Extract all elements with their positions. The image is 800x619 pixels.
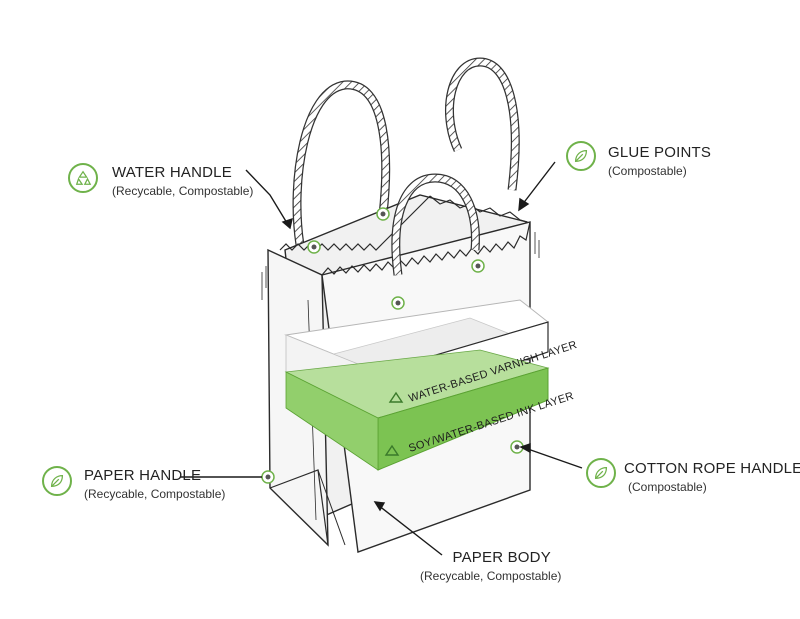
glue-points-label: GLUE POINTS (Compostable) bbox=[608, 144, 711, 178]
glue-dot bbox=[261, 470, 275, 484]
glue-dot bbox=[471, 259, 485, 273]
glue-points-title: GLUE POINTS bbox=[608, 144, 712, 161]
motion-ticks bbox=[261, 232, 540, 300]
paper-handle-title: PAPER HANDLE bbox=[84, 467, 202, 484]
cotton-rope-handle-subtitle: (Compostable) bbox=[628, 480, 707, 494]
glue-dot bbox=[376, 207, 390, 221]
leaf-badge-icon bbox=[42, 466, 72, 496]
water-handle-title: WATER HANDLE bbox=[112, 164, 232, 181]
recycle-badge-icon bbox=[68, 163, 98, 193]
cotton-rope-handle-label: COTTON ROPE HANDLE (Compostable) bbox=[624, 460, 800, 494]
leaf-badge-icon bbox=[566, 141, 596, 171]
back-rope-handle bbox=[292, 80, 391, 246]
paper-body-title: PAPER BODY bbox=[452, 549, 551, 566]
leader-lines bbox=[180, 161, 583, 556]
paper-body-subtitle: (Recycable, Compostable) bbox=[420, 569, 562, 583]
cotton-rope-handle-title: COTTON ROPE HANDLE bbox=[624, 460, 800, 477]
glue-dot bbox=[510, 440, 524, 454]
recycle-icon bbox=[384, 391, 404, 456]
water-handle-subtitle: (Recycable, Compostable) bbox=[112, 184, 254, 198]
glue-dots bbox=[261, 207, 524, 484]
leaf-badge-icon bbox=[586, 458, 616, 488]
ink-layer bbox=[284, 349, 550, 471]
glue-points-subtitle: (Compostable) bbox=[608, 164, 687, 178]
detached-rope-handle bbox=[444, 57, 520, 191]
front-rope-handle bbox=[391, 173, 480, 276]
glue-dot bbox=[307, 240, 321, 254]
paper-handle-subtitle: (Recycable, Compostable) bbox=[84, 487, 226, 501]
paper-body-label: PAPER BODY (Recycable, Compostable) bbox=[420, 549, 561, 583]
water-handle-label: WATER HANDLE (Recycable, Compostable) bbox=[112, 164, 253, 198]
paper-handle-label: PAPER HANDLE (Recycable, Compostable) bbox=[84, 467, 225, 501]
glue-dot bbox=[391, 296, 405, 310]
